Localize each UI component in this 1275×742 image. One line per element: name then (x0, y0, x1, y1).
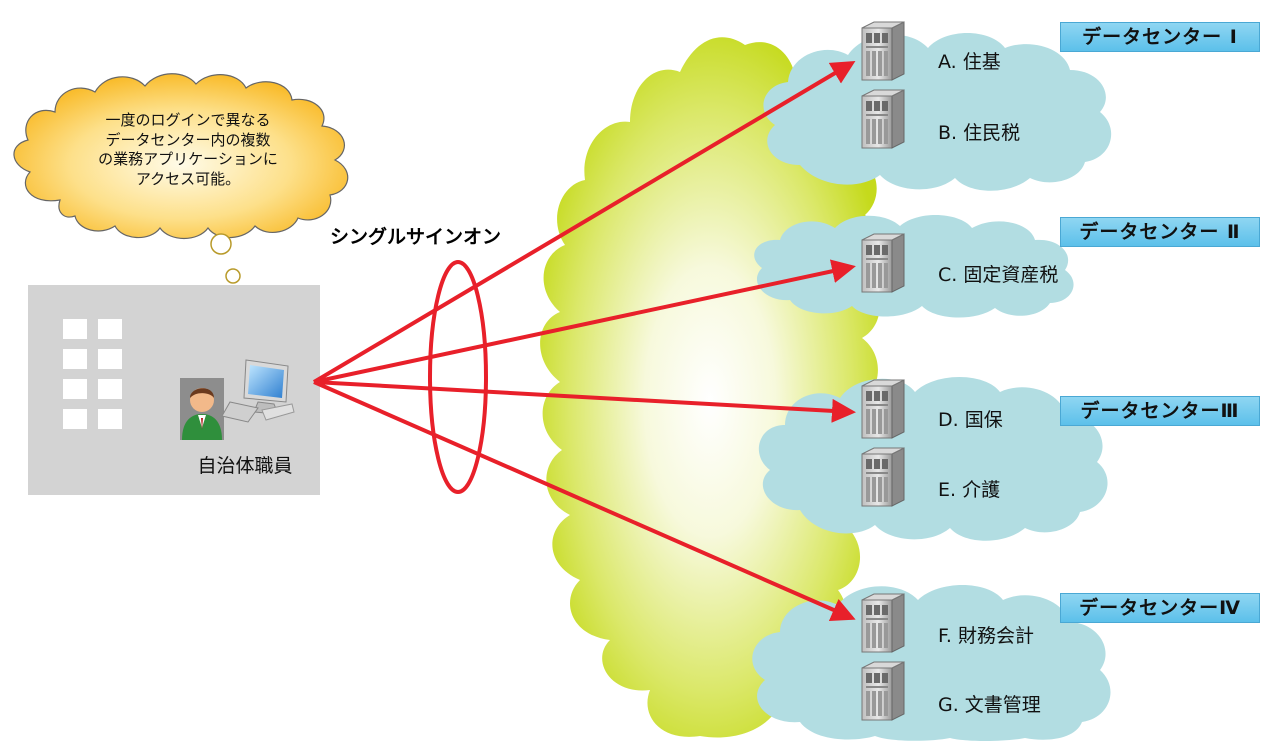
app-label-c: C. 固定資産税 (938, 264, 1059, 286)
network-cloud (540, 37, 880, 738)
office-windows (63, 319, 122, 429)
dc-label-2: データセンター Ⅱ (1060, 217, 1260, 247)
server-icon (861, 661, 905, 721)
sso-ring (428, 260, 488, 494)
person-icon (180, 378, 224, 440)
dc-label-4: データセンターⅣ (1060, 593, 1260, 623)
sso-arrows (312, 60, 856, 621)
server-icon (861, 21, 905, 81)
arrow-to-dc1 (312, 60, 856, 384)
cloud-dc3 (758, 377, 1108, 541)
arrow-to-dc2 (313, 259, 856, 384)
thought-dot-medium (225, 268, 241, 284)
staff-label: 自治体職員 (197, 455, 293, 477)
thought-dot-large (210, 233, 232, 255)
arrow-to-dc4 (313, 380, 856, 621)
app-label-a: A. 住基 (938, 51, 1001, 73)
server-icon (861, 379, 905, 439)
server-icon (861, 89, 905, 149)
app-label-b: B. 住民税 (938, 122, 1021, 144)
app-label-f: F. 財務会計 (938, 625, 1034, 647)
arrow-to-dc3 (313, 380, 856, 423)
thought-bubble (13, 73, 349, 240)
app-label-d: D. 国保 (938, 409, 1003, 431)
computer-icon (221, 359, 295, 423)
cloud-dc4 (752, 585, 1111, 741)
dc-label-1: データセンター Ⅰ (1060, 22, 1260, 52)
server-icon (861, 233, 905, 293)
app-label-e: E. 介護 (938, 479, 1001, 501)
cloud-dc2 (754, 214, 1074, 318)
thought-bubble-text: 一度のログインで異なる データセンター内の複数 の業務アプリケーションに アクセ… (98, 111, 278, 188)
app-label-g: G. 文書管理 (938, 694, 1041, 716)
server-icon (861, 447, 905, 507)
sso-title: シングルサインオン (330, 226, 502, 248)
dc-label-3: データセンターⅢ (1060, 396, 1260, 426)
server-icon (861, 593, 905, 653)
